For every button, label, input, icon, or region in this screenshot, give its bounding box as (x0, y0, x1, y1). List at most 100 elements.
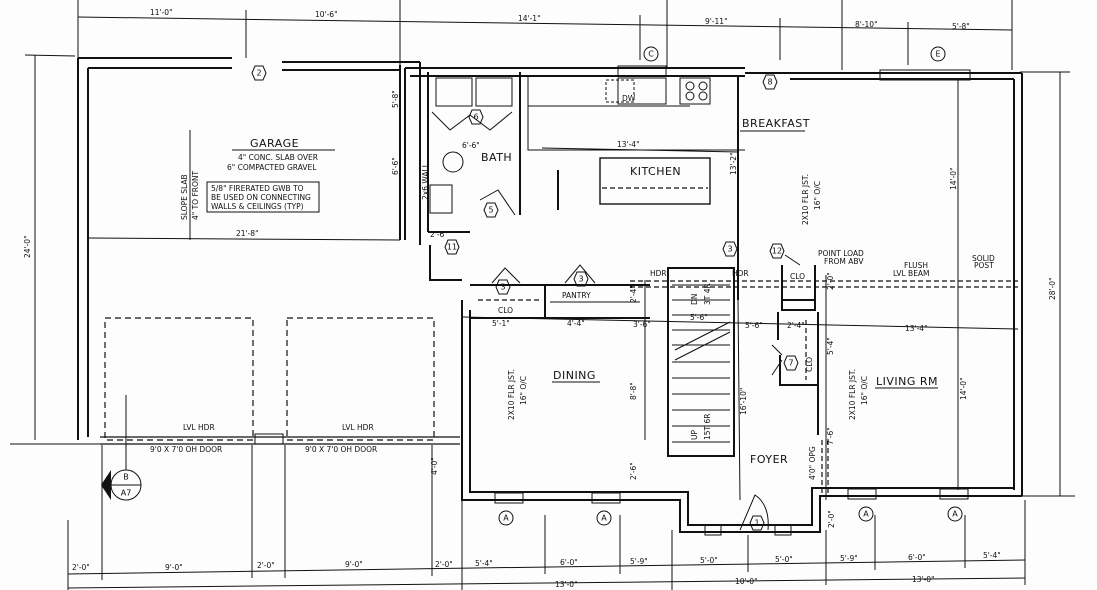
dim-hall-w: 2'-6" (430, 230, 448, 239)
dim-left-3-6: 3'-6" (633, 320, 651, 329)
dim-right-overall: 28'-0" (1048, 277, 1057, 300)
dim-top-3: 14'-1" (518, 14, 541, 23)
dim-living-5-4: 5'-4" (826, 337, 835, 355)
room-breakfast: BREAKFAST (742, 117, 810, 130)
room-closet-upper: CLO (790, 272, 805, 281)
svg-text:6: 6 (473, 113, 478, 122)
dim-closet-2-4: 2'-4" (787, 321, 805, 330)
interior-walls (87, 72, 1019, 531)
note-lvl-hdr-2: LVL HDR (342, 423, 374, 432)
note-oh-door-1: 9'0 X 7'0 OH DOOR (150, 445, 222, 454)
door-tag-1: 1 (749, 515, 765, 531)
note-lvl-hdr-1: LVL HDR (183, 423, 215, 432)
note-stair-dn: DN (690, 294, 699, 305)
dim-bottom-1: 2'-0" (72, 563, 90, 572)
room-living: LIVING RM (876, 375, 938, 388)
dim-garage-w: 21'-8" (236, 229, 259, 238)
section-marker-sheet: A7 (121, 489, 132, 498)
svg-text:A: A (503, 514, 509, 523)
dim-bottom-row2-3: 13'-0" (912, 575, 935, 584)
exterior-walls (77, 57, 1023, 533)
window-tags: A A A A C E (498, 46, 963, 526)
dim-stair-h: 16'-10" (739, 388, 748, 415)
room-labels: GARAGE BATH KITCHEN BREAKFAST DINING LIV… (232, 117, 938, 466)
note-joist-breakfast-2: 16" O/C (813, 181, 822, 210)
svg-text:A: A (952, 510, 958, 519)
note-flush-1: FLUSH (904, 261, 928, 270)
svg-text:3: 3 (500, 283, 505, 292)
door-tag-11: 11 (444, 239, 460, 255)
dim-pantry-w: 4'-4" (567, 319, 585, 328)
svg-text:11: 11 (447, 243, 457, 252)
note-point-load-2: FROM ABV (824, 257, 864, 266)
svg-text:3: 3 (578, 275, 583, 284)
windows (494, 65, 971, 536)
dim-laundry-h: 5'-8" (391, 90, 400, 108)
svg-text:A: A (863, 510, 869, 519)
svg-text:2: 2 (256, 69, 261, 78)
note-joist-dining-1: 2X10 FLR JST. (507, 369, 516, 420)
window-tag-c: C (643, 46, 659, 62)
svg-text:8: 8 (767, 78, 772, 87)
room-pantry: PANTRY (562, 291, 591, 300)
dim-bottom-9: 5'-0" (700, 556, 718, 565)
note-firerated-2: BE USED ON CONNECTING (211, 193, 311, 202)
room-bath: BATH (481, 151, 512, 164)
dim-living-h: 14'-0" (959, 377, 968, 400)
note-firerated-3: WALLS & CEILINGS (TYP) (211, 202, 304, 211)
room-foyer: FOYER (750, 453, 788, 466)
stair-treads (672, 284, 731, 443)
dim-bottom-13: 5'-4" (983, 551, 1001, 560)
dim-top-6: 5'-8" (952, 22, 970, 31)
note-slope-2: 4" TO FRONT (191, 170, 200, 220)
room-dining: DINING (553, 369, 596, 382)
dim-living-w: 13'-4" (905, 324, 928, 333)
dim-bath-w: 6'-6" (462, 141, 480, 150)
section-marker: B A7 (101, 395, 142, 501)
room-garage: GARAGE (250, 137, 299, 150)
door-tag-8: 8 (762, 74, 778, 90)
dim-closet-2-0: 2'-0" (826, 272, 835, 290)
garage-doors (104, 317, 435, 445)
dim-top-4: 9'-11" (705, 17, 728, 26)
note-joist-living-2: 16" O/C (860, 376, 869, 405)
note-hdr-1: HDR (650, 269, 667, 278)
window-tag-a: A (858, 506, 874, 522)
dim-kitchen-h: 13'-2" (729, 152, 738, 175)
note-solid-2: POST (974, 261, 994, 270)
door-tag-3: 3 (495, 279, 511, 295)
svg-text:1: 1 (754, 519, 759, 528)
right-dimension: 28'-0" (1020, 71, 1075, 497)
door-tag-5: 5 (483, 202, 499, 218)
door-tag-2: 2 (251, 65, 267, 81)
dim-left-overall: 24'-0" (23, 235, 32, 258)
dim-bottom-4: 9'-0" (345, 560, 363, 569)
note-firerated-1: 5/8" FIRERATED GWB TO (211, 184, 304, 193)
dim-bath-h: 6'-6" (391, 157, 400, 175)
dim-garage-4-0: 4'-0" (430, 457, 439, 475)
room-closet-lower: CLO (805, 357, 814, 372)
dim-bottom-7: 6'-0" (560, 558, 578, 567)
note-point-load-1: POINT LOAD (818, 249, 864, 258)
note-dishwasher: DW (622, 94, 636, 103)
note-joist-dining-2: 16" O/C (519, 376, 528, 405)
svg-text:7: 7 (788, 359, 793, 368)
note-flush-2: LVL BEAM (893, 269, 930, 278)
note-opening: 4'0" OPG (808, 446, 817, 480)
interior-dimensions: 5'-8" 6'-6" 6'-6" 21'-8" 2'-6" 13'-4" 13… (236, 90, 968, 528)
note-oh-door-2: 9'0 X 7'0 OH DOOR (305, 445, 377, 454)
svg-text:3: 3 (727, 245, 732, 254)
dim-bottom-6: 5'-4" (475, 559, 493, 568)
left-dimension: 24'-0" (10, 54, 100, 445)
dim-stair-w: 5'-6" (690, 313, 708, 322)
room-closet-dining: CLO (498, 306, 513, 315)
dim-bottom-row2-1: 13'-0" (555, 580, 578, 589)
dim-bottom-8: 5'-9" (630, 557, 648, 566)
window-tag-e: E (930, 46, 946, 62)
note-solid-1: SOLID (972, 254, 995, 263)
door-tag-12: 12 (769, 243, 785, 259)
svg-text:E: E (935, 50, 940, 59)
note-stair-dn-count: 3T 4R (703, 283, 712, 305)
top-dimension-string: 11'-0" 10'-6" 14'-1" 9'-11" 8'-10" 5'-8" (77, 0, 1013, 70)
